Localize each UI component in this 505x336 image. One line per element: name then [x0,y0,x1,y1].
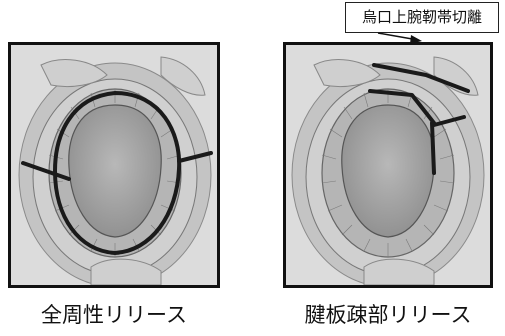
callout-label: 烏口上腕靭帯切離 [345,2,499,33]
shoulder-joint-drawing-right [286,45,490,285]
caption-circumferential-release: 全周性リリース [8,299,220,329]
caption-rotator-interval-release: 腱板疎部リリース [283,299,493,329]
circumferential-release-illustration [8,42,220,288]
rotator-interval-release-illustration [283,42,493,288]
shoulder-joint-drawing-left [11,45,217,285]
vertical-incision [432,123,434,173]
